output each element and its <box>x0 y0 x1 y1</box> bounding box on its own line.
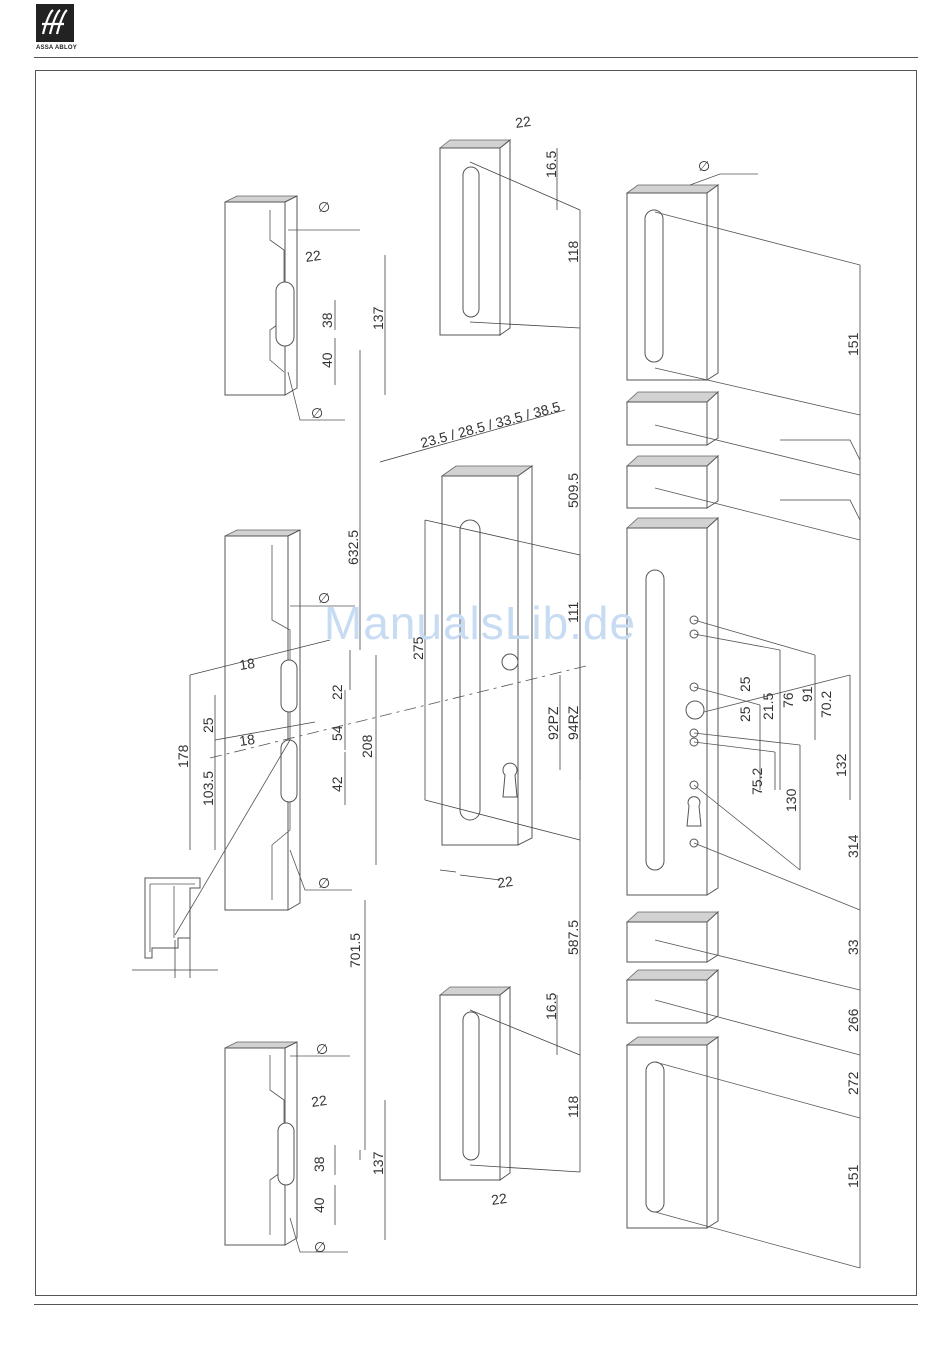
dim-111: 111 <box>565 602 581 623</box>
dim-33: 33 <box>845 939 861 955</box>
dim-21-5: 21.5 <box>760 693 776 720</box>
dim-25-right-2: 25 <box>737 706 753 722</box>
dim-22-mid-bottom: 22 <box>496 873 514 891</box>
diameter-symbol-4: ∅ <box>318 590 330 606</box>
dim-75-2: 75.2 <box>749 768 765 795</box>
left-bottom-strike-plate <box>225 1042 350 1252</box>
diameter-symbol-6: ∅ <box>316 1041 328 1057</box>
dim-314: 314 <box>845 834 861 858</box>
dim-22-bottom: 22 <box>490 1190 508 1208</box>
dim-18-a: 18 <box>238 655 256 673</box>
dim-94rz: 94RZ <box>565 705 581 740</box>
diameter-symbol-2: ∅ <box>311 405 323 421</box>
right-bottom-rail <box>627 1037 860 1268</box>
dim-587-5: 587.5 <box>565 920 581 955</box>
dim-178: 178 <box>175 744 191 768</box>
dim-76: 76 <box>780 692 796 708</box>
dim-151-top: 151 <box>845 332 861 356</box>
dim-38-top: 38 <box>319 312 335 328</box>
dim-40-top: 40 <box>319 352 335 368</box>
dim-42: 42 <box>329 776 345 792</box>
diameter-symbol-7: ∅ <box>314 1239 326 1255</box>
dim-272: 272 <box>845 1071 861 1095</box>
dim-118-bottom: 118 <box>565 1095 581 1118</box>
dim-137-top: 137 <box>370 306 386 330</box>
dim-22-left-bottom: 22 <box>310 1092 328 1110</box>
dim-width-series: 23.5 / 28.5 / 33.5 / 38.5 <box>419 398 562 451</box>
dim-509-5: 509.5 <box>565 473 581 508</box>
dim-208: 208 <box>359 734 375 758</box>
dim-54: 54 <box>329 725 345 741</box>
dim-275: 275 <box>410 636 426 660</box>
dim-22-mid: 22 <box>329 684 345 700</box>
dim-25-left: 25 <box>200 717 216 733</box>
diameter-symbol-1: ∅ <box>318 199 330 215</box>
diameter-symbol-5: ∅ <box>318 875 330 891</box>
dim-22-left-top: 22 <box>304 247 322 265</box>
right-top-rail <box>627 174 860 415</box>
dim-266: 266 <box>845 1008 861 1032</box>
dim-103-5: 103.5 <box>200 771 216 806</box>
diameter-symbol-3: ∅ <box>698 158 710 174</box>
dim-38-bottom: 38 <box>311 1156 327 1172</box>
dim-25-right-1: 25 <box>737 676 753 692</box>
dim-16-5-top: 16.5 <box>543 151 559 178</box>
dim-70-2: 70.2 <box>818 691 834 718</box>
dim-132: 132 <box>833 753 849 777</box>
left-top-strike-plate <box>225 196 360 420</box>
dim-130: 130 <box>783 788 799 812</box>
dim-16-5-bottom: 16.5 <box>543 993 559 1020</box>
dim-151-bottom: 151 <box>845 1164 861 1188</box>
dim-92pz: 92PZ <box>545 706 561 740</box>
dim-632-5: 632.5 <box>345 530 361 565</box>
left-middle-strike-plate <box>225 530 355 910</box>
dim-137-bottom: 137 <box>370 1151 386 1175</box>
dim-91: 91 <box>799 686 815 702</box>
dim-118-top: 118 <box>565 240 581 263</box>
middle-top-case <box>440 140 580 335</box>
dim-18-b: 18 <box>238 731 256 749</box>
dim-701-5: 701.5 <box>347 933 363 968</box>
dim-40-bottom: 40 <box>311 1197 327 1213</box>
middle-bottom-case <box>440 987 580 1180</box>
dim-22-top: 22 <box>514 113 532 131</box>
